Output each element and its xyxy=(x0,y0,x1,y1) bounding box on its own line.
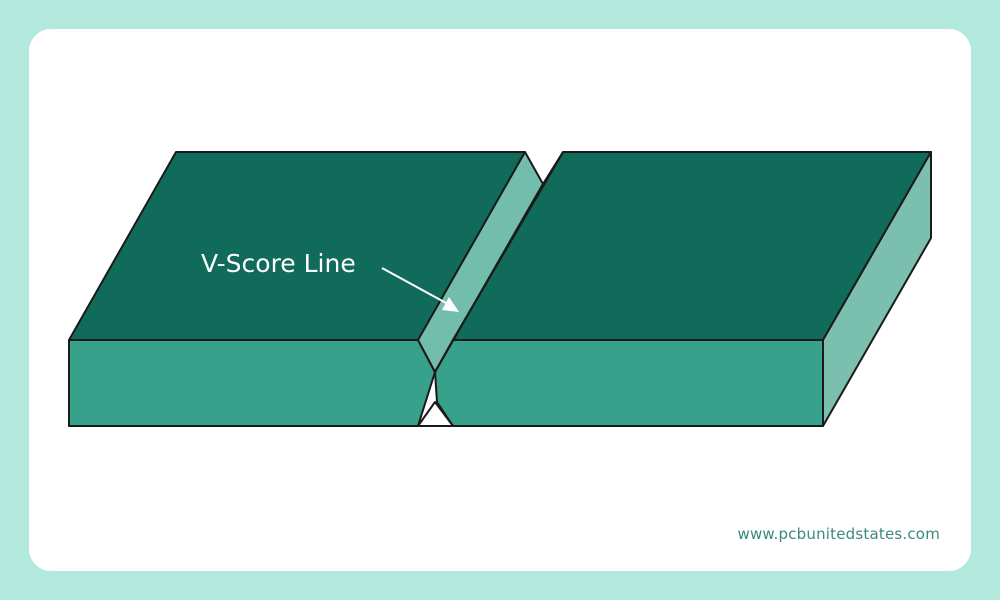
right-groove-slope xyxy=(434,151,564,373)
callout-arrow-line xyxy=(381,267,447,304)
right-board-side-face xyxy=(822,151,932,427)
website-watermark: www.pcbunitedstates.com xyxy=(737,525,940,543)
bottom-v-notch xyxy=(417,401,454,427)
right-board-front-face xyxy=(434,339,824,427)
left-board-front-face xyxy=(68,339,436,427)
v-score-line-label: V-Score Line xyxy=(201,249,356,278)
callout-arrow-head xyxy=(442,297,459,312)
